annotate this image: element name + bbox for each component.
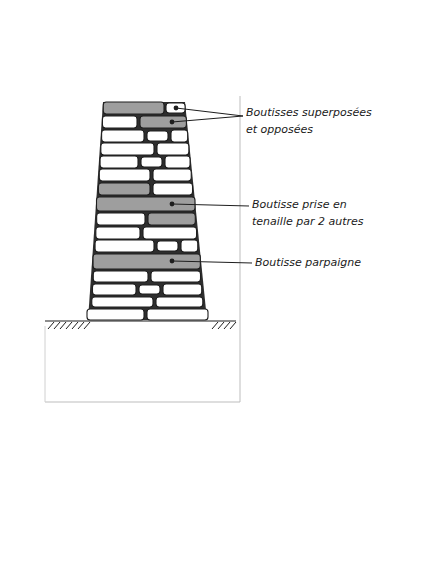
leader-line: [176, 108, 243, 116]
ground: [45, 321, 236, 329]
stone: [166, 103, 185, 113]
stone: [143, 227, 197, 239]
stone: [92, 284, 136, 295]
leader-dot: [174, 106, 179, 111]
stone: [151, 271, 201, 282]
leader-line: [172, 116, 243, 122]
leader-dot: [170, 259, 175, 264]
header-stone: [148, 213, 195, 225]
leader-line: [172, 261, 252, 263]
stone: [95, 240, 154, 252]
ground-hatch: [212, 322, 218, 329]
wall-core: [88, 102, 207, 320]
ground-hatch: [218, 322, 224, 329]
stone: [102, 116, 137, 128]
stone: [147, 131, 168, 141]
ground-hatch: [54, 322, 60, 329]
wall: [87, 102, 208, 320]
callout-label: Boutisses superposées et opposées: [246, 104, 376, 138]
scan-frame: [45, 96, 240, 402]
frame-line: [240, 96, 241, 402]
stone: [101, 143, 154, 155]
ground-hatch: [78, 322, 84, 329]
header-stone: [98, 183, 150, 195]
ground-hatch: [66, 322, 72, 329]
ground-hatch: [48, 322, 54, 329]
stone: [97, 213, 145, 225]
stone: [153, 169, 191, 181]
stone: [93, 271, 148, 282]
ground-hatch: [84, 322, 90, 329]
leader-dot: [170, 120, 175, 125]
stone: [165, 156, 190, 168]
frame-line: [45, 326, 46, 402]
leader-dot: [170, 202, 175, 207]
stone: [87, 309, 144, 320]
stone: [171, 130, 188, 142]
stone: [156, 297, 203, 307]
frame-line: [45, 402, 240, 403]
header-stone: [103, 102, 164, 114]
stone: [139, 285, 160, 294]
ground-hatch: [230, 322, 236, 329]
header-stone: [140, 116, 186, 128]
ground-hatch: [72, 322, 78, 329]
ground-hatch: [60, 322, 66, 329]
stone: [153, 183, 193, 195]
leaders: [170, 106, 252, 264]
callout-label: Boutisse prise en tenaille par 2 autres: [252, 196, 382, 230]
stone: [181, 240, 198, 252]
stone: [102, 130, 144, 142]
stone: [163, 284, 202, 295]
stone: [96, 227, 140, 239]
stone: [157, 143, 189, 155]
leader-line: [172, 204, 249, 206]
stone: [99, 169, 150, 181]
stone: [147, 309, 208, 320]
stone: [92, 297, 153, 307]
callout-label: Boutisse parpaigne: [255, 254, 385, 271]
stone: [157, 241, 178, 251]
stone: [141, 157, 162, 167]
ground-line: [45, 320, 236, 321]
stone: [100, 156, 138, 168]
ground-hatch: [224, 322, 230, 329]
